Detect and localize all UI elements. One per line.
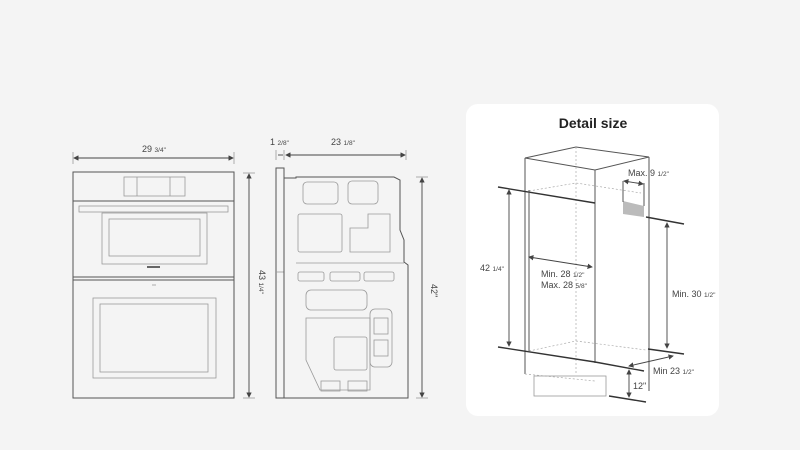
- front-view: 29 3/4" 43 1/4": [72, 144, 267, 399]
- front-height-label: 43 1/4": [257, 270, 267, 295]
- detail-cutout-diagram: Detail size Max. 9 1/2" 42 1/4" Min. 28 …: [480, 115, 716, 403]
- samsung-logo: [147, 266, 160, 268]
- floor-height-label: Min. 30 1/2": [672, 289, 716, 299]
- front-width-label: 29 3/4": [142, 144, 167, 154]
- side-view: 1 2/8" 23 1/8" 42": [270, 137, 439, 399]
- detail-title: Detail size: [559, 115, 628, 131]
- depth-min-label: Min 23 1/2": [653, 366, 695, 376]
- door-depth-label: 1 2/8": [270, 137, 290, 147]
- width-min-label: Min. 28 1/2": [541, 269, 585, 279]
- max-top-label: Max. 9 1/2": [628, 168, 670, 178]
- body-depth-label: 23 1/8": [331, 137, 356, 147]
- control-display: [123, 176, 186, 197]
- vent-area: [623, 201, 644, 217]
- width-max-label: Max. 28 5/8": [541, 280, 588, 290]
- side-height-label: 42": [429, 284, 439, 297]
- base-height-label: 12": [633, 381, 646, 391]
- cutout-height-label: 42 1/4": [480, 263, 505, 273]
